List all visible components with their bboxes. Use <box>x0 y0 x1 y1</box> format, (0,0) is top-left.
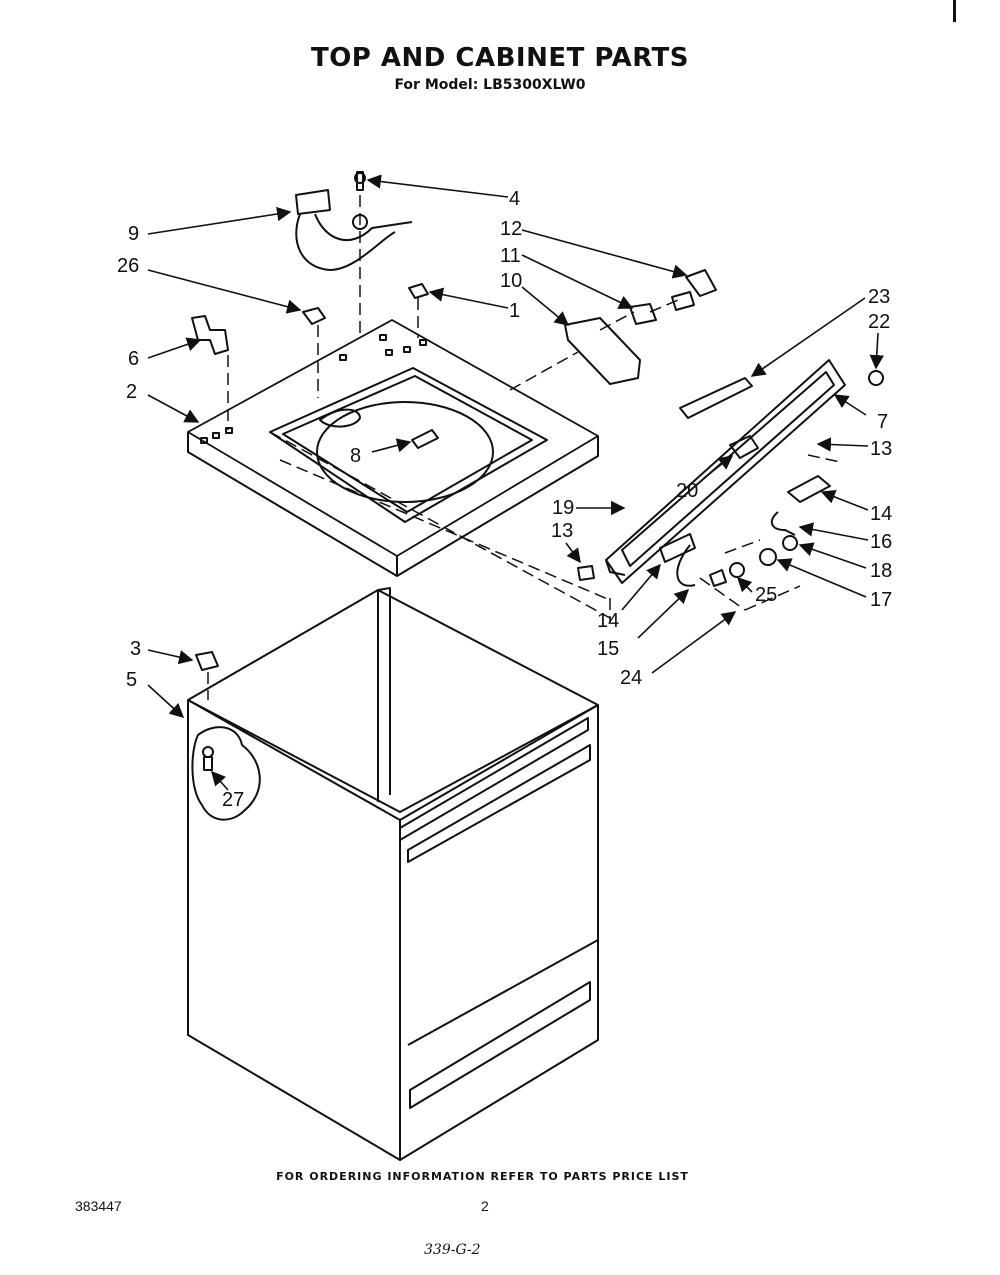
callout-26: 26 <box>117 255 139 277</box>
ordering-note: FOR ORDERING INFORMATION REFER TO PARTS … <box>276 1170 689 1183</box>
callout-13-upper: 13 <box>870 438 892 460</box>
document-number: 383447 <box>75 1198 122 1214</box>
callout-14-upper: 14 <box>870 503 892 525</box>
callout-11: 11 <box>500 245 521 267</box>
leader-lines <box>147 174 884 791</box>
callout-20: 20 <box>676 480 698 502</box>
callout-17: 17 <box>870 589 892 611</box>
page-title: TOP AND CABINET PARTS <box>310 43 690 73</box>
callout-5: 5 <box>126 669 137 691</box>
callout-12: 12 <box>500 218 522 240</box>
callout-1: 1 <box>509 300 520 322</box>
callout-25: 25 <box>755 584 777 606</box>
callout-2: 2 <box>126 381 137 403</box>
scan-edge-mark <box>953 0 956 22</box>
callout-labels: 1 2 3 4 5 6 7 8 9 10 11 12 13 13 14 14 1… <box>117 188 892 811</box>
handwritten-reference: 339-G-2 <box>424 1242 481 1258</box>
callout-9: 9 <box>128 223 139 245</box>
callout-13-lower: 13 <box>551 520 573 542</box>
small-parts <box>191 171 884 671</box>
callout-22: 22 <box>868 311 890 333</box>
callout-8: 8 <box>350 445 361 467</box>
callout-15: 15 <box>597 638 619 660</box>
cabinet <box>187 587 599 1161</box>
callout-6: 6 <box>128 348 139 370</box>
callout-23: 23 <box>868 286 890 308</box>
callout-24: 24 <box>620 667 642 689</box>
callout-27: 27 <box>222 789 244 811</box>
assembly-lines <box>207 195 841 700</box>
callout-14-lower: 14 <box>597 610 619 632</box>
page-number: 2 <box>481 1198 489 1214</box>
callout-10: 10 <box>500 270 522 292</box>
callout-18: 18 <box>870 560 892 582</box>
model-subtitle: For Model: LB5300XLW0 <box>394 77 586 93</box>
callout-16: 16 <box>870 531 892 553</box>
callout-3: 3 <box>130 638 141 660</box>
top-panel <box>187 319 599 577</box>
lid <box>605 359 846 584</box>
callout-4: 4 <box>509 188 520 210</box>
callout-7: 7 <box>877 411 888 433</box>
callout-19: 19 <box>552 497 574 519</box>
